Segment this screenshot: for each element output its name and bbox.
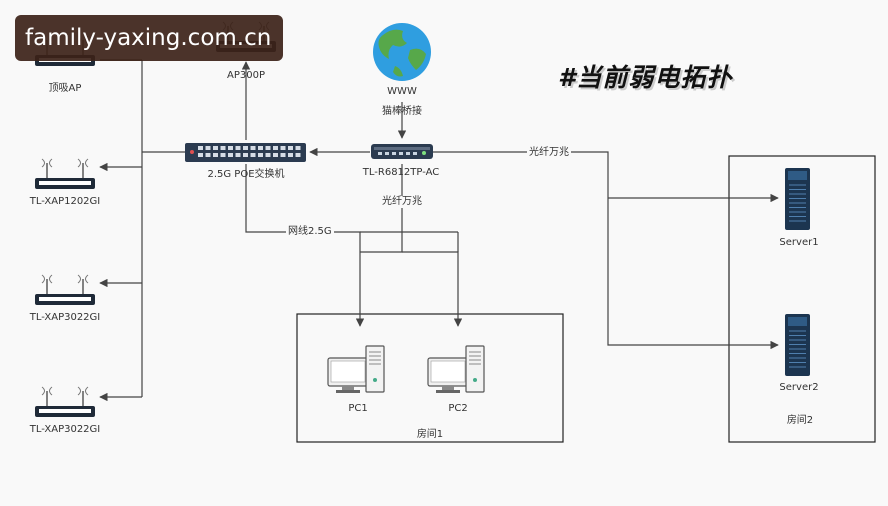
fiber-right-label: 光纤万兆 <box>527 147 571 159</box>
server1-icon <box>785 168 810 230</box>
watermark-badge: family-yaxing.com.cn <box>15 15 283 61</box>
fiber-down-label: 光纤万兆 <box>380 196 424 208</box>
pc2-icon <box>427 345 485 393</box>
connectors <box>99 59 779 402</box>
internet-globe-icon <box>373 23 431 81</box>
ap-icon-3022-b <box>35 386 95 417</box>
internet-label: WWW <box>387 86 417 97</box>
switch-label: 2.5G POE交换机 <box>207 169 285 180</box>
pc1-icon <box>327 345 385 393</box>
diagram-title: #当前弱电拓扑 <box>558 63 733 92</box>
link-fiber-right <box>432 151 779 350</box>
ap-label-1202: TL-XAP1202GI <box>29 196 101 207</box>
room1-label: 房间1 <box>416 429 444 440</box>
internet-sublabel: 猫棒桥接 <box>382 106 422 117</box>
poe-switch-icon <box>185 143 306 162</box>
ap-icon-1202 <box>35 158 95 189</box>
ap-label-3022-b: TL-XAP3022GI <box>29 424 101 435</box>
room2-label: 房间2 <box>786 415 814 426</box>
ap-label-ap300p: AP300P <box>227 70 265 81</box>
pc2-label: PC2 <box>448 403 468 414</box>
link-fiber-down-pc2 <box>402 251 463 327</box>
server2-label: Server2 <box>779 382 819 393</box>
cable-label: 网线2.5G <box>286 226 334 238</box>
ap-label-3022-a: TL-XAP3022GI <box>29 312 101 323</box>
router-icon <box>371 144 433 159</box>
ap-icon-3022-a <box>35 274 95 305</box>
room2-box <box>728 155 876 443</box>
ap-label-top: 顶吸AP <box>48 83 82 94</box>
room1-box <box>296 313 564 443</box>
pc1-label: PC1 <box>348 403 368 414</box>
server2-icon <box>785 314 810 376</box>
server1-label: Server1 <box>779 237 819 248</box>
link-cable-25g <box>245 164 365 327</box>
router-label: TL-R6812TP-AC <box>362 167 440 178</box>
